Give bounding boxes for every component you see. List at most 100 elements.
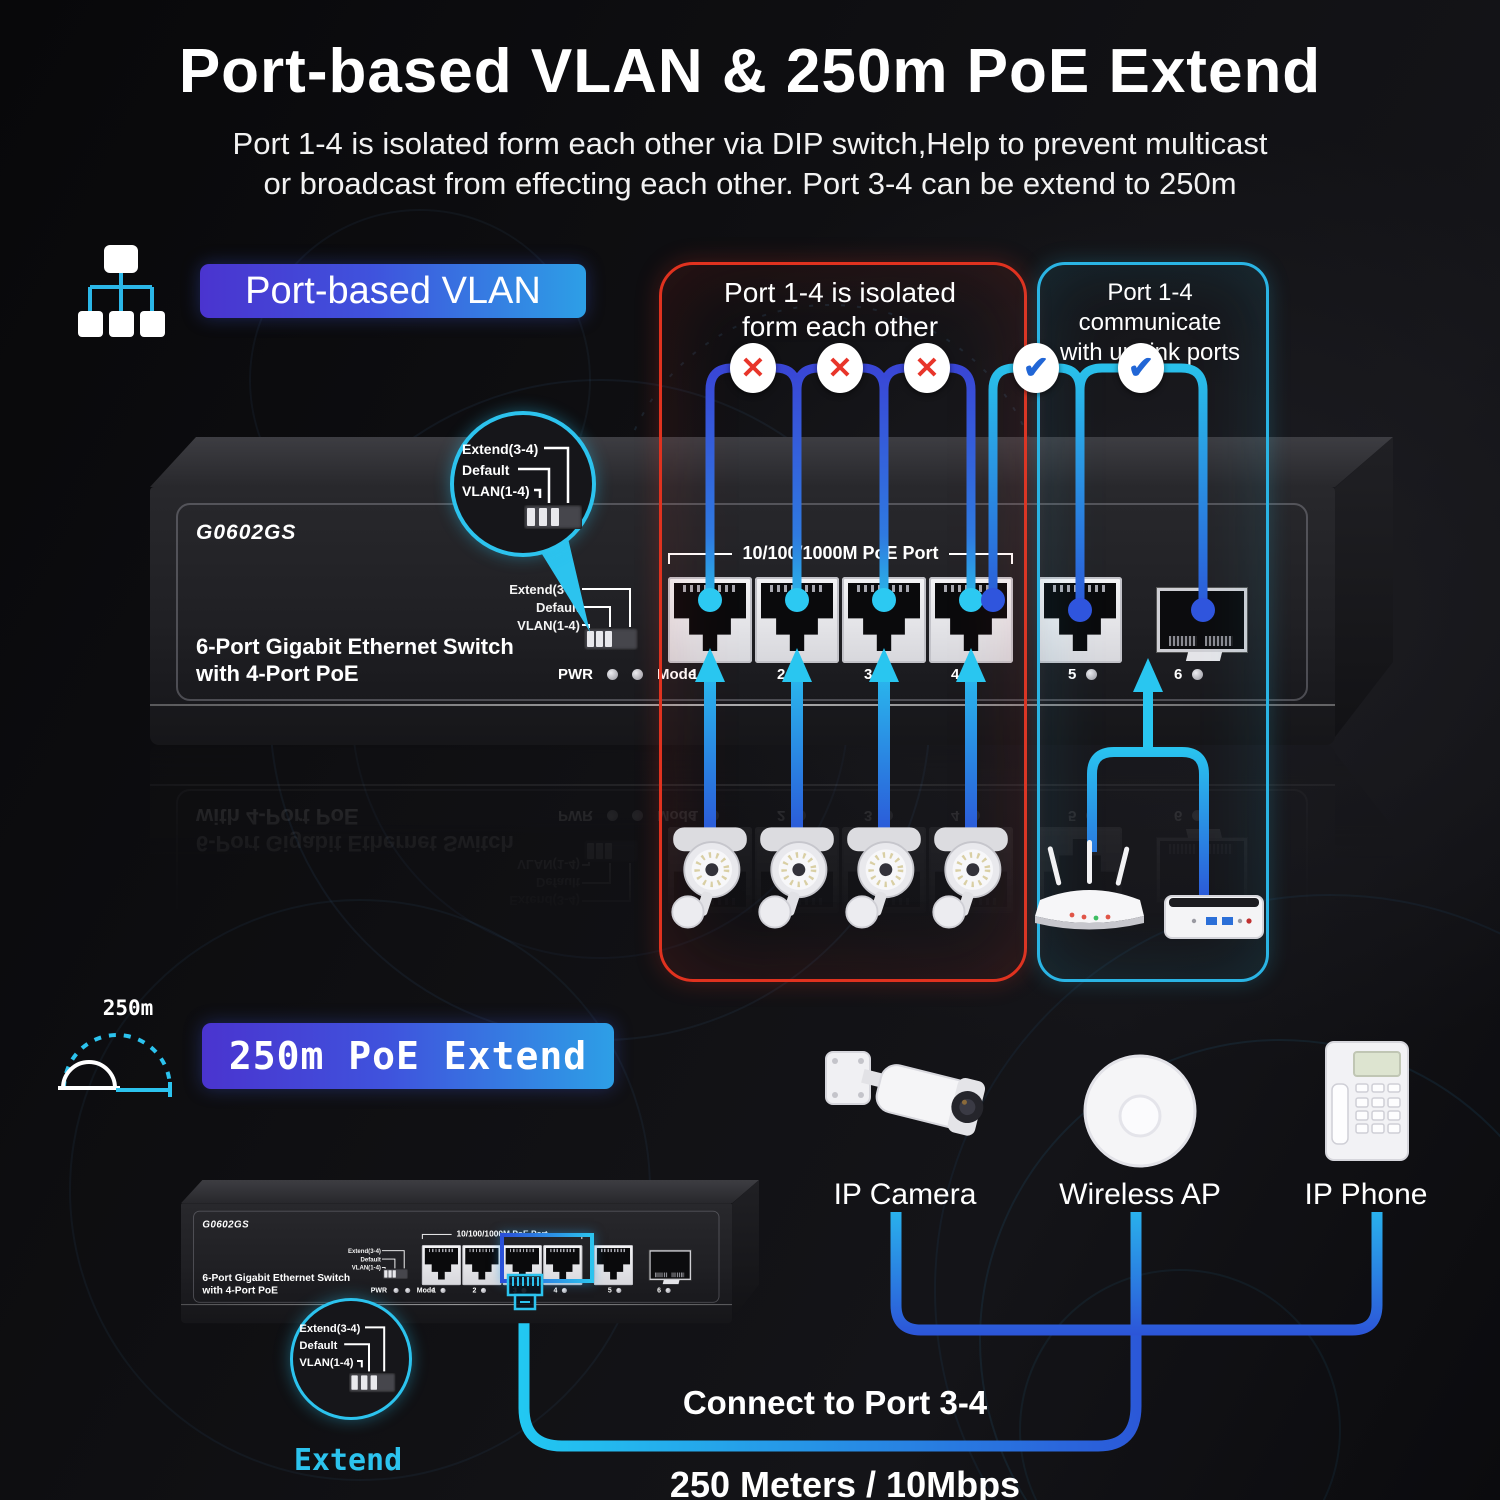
dip-label-default: Default xyxy=(360,1255,381,1263)
rj45-port-2 xyxy=(462,1245,502,1286)
subtitle-line-2: or broadcast from effecting each other. … xyxy=(263,166,1237,201)
poe-extend-badge-label: 250m PoE Extend xyxy=(228,1034,588,1078)
desc-line-2: with 4-Port PoE xyxy=(202,1284,278,1296)
mode-label: Mode xyxy=(657,666,697,683)
desc-line-1: 6-Port Gigabit Ethernet Switch xyxy=(202,1271,351,1284)
switch-front-panel: G0602GS 6-Port Gigabit Ethernet Switch w… xyxy=(150,745,1335,995)
pwr-label: PWR xyxy=(370,1286,387,1295)
desc-line-1: 6-Port Gigabit Ethernet Switch xyxy=(196,634,514,659)
lens-dip-vlan: VLAN(1-4) xyxy=(462,483,530,499)
ip-camera-icon-2 xyxy=(758,827,834,929)
rj45-port-5-uplink xyxy=(593,1245,633,1286)
dip-switch xyxy=(382,1268,408,1280)
port-4-led xyxy=(561,1287,568,1293)
lens2-dip-switch xyxy=(349,1373,396,1393)
ip-camera-label: IP Camera xyxy=(833,1178,977,1211)
switch-front-panel: G0602GS 6-Port Gigabit Ethernet Switch w… xyxy=(181,1203,733,1324)
ethernet-switch: G0602GS 6-Port Gigabit Ethernet Switch w… xyxy=(181,1180,759,1347)
lens-pointer-lines xyxy=(518,446,570,503)
port-1-led xyxy=(440,1287,446,1293)
ip-camera-icon-4 xyxy=(932,827,1008,929)
radius-250m-label: 250m xyxy=(102,996,154,1020)
ip-camera-large-icon xyxy=(825,1051,986,1136)
status-led-row: PWR Mode xyxy=(558,666,696,683)
port-5-label: 5 xyxy=(1068,666,1098,683)
isolation-zone-box xyxy=(659,262,1027,982)
poe-port-group-bracket: 10/100/1000M PoE Port xyxy=(668,543,1014,564)
dip-switch xyxy=(584,628,638,650)
dip-pointer-lines xyxy=(381,1250,405,1269)
status-led-row: PWR Mode xyxy=(371,1286,435,1294)
lens2-dip-default: Default xyxy=(299,1338,338,1352)
mode-label: Mode xyxy=(416,1286,435,1295)
ethernet-switch: G0602GS 6-Port Gigabit Ethernet Switch w… xyxy=(150,695,1393,995)
model-label: G0602GS xyxy=(202,1219,250,1230)
dip-pointer-lines xyxy=(582,588,631,628)
vlan-badge-label: Port-based VLAN xyxy=(245,269,541,312)
switch-side-face xyxy=(732,1180,759,1320)
port-2-led xyxy=(481,1287,487,1293)
ip-phone-icon xyxy=(1325,1041,1409,1161)
poe-extend-badge: 250m PoE Extend xyxy=(202,1023,614,1089)
x-mark-2: ✕ xyxy=(817,343,863,393)
lens-dip-extend: Extend(3-4) xyxy=(462,441,539,457)
lens-dip-default: Default xyxy=(462,462,510,478)
ethernet-switch-small: G0602GS 6-Port Gigabit Ethernet Switch w… xyxy=(181,1180,761,1350)
switch-description: 6-Port Gigabit Ethernet Switch with 4-Po… xyxy=(202,1271,350,1296)
uplink-zone-box xyxy=(1037,262,1269,982)
distance-speed-label: 250 Meters / 10Mbps xyxy=(669,1464,1021,1500)
wireless-ap-icon xyxy=(1083,1054,1197,1168)
panel-inset-outline xyxy=(176,503,1308,701)
port-5-label: 5 xyxy=(608,1286,622,1294)
pwr-led xyxy=(607,669,618,680)
250m-range-icon xyxy=(58,1033,172,1097)
mode-led xyxy=(405,1287,411,1293)
dip-label-default: Default xyxy=(535,600,580,615)
lens2-dip-vlan: VLAN(1-4) xyxy=(299,1355,354,1369)
port-4-label: 4 xyxy=(553,1286,568,1294)
ip-camera-icon-1 xyxy=(671,827,747,929)
mode-led xyxy=(632,669,643,680)
check-mark-2: ✔ xyxy=(1118,343,1164,393)
port-6-label: 6 xyxy=(657,1286,671,1294)
wireless-router-icon xyxy=(1035,840,1144,930)
switch-reflection: G0602GS 6-Port Gigabit Ethernet Switch w… xyxy=(150,695,1400,995)
model-label: G0602GS xyxy=(196,521,297,544)
connect-port-label: Connect to Port 3-4 xyxy=(682,1384,988,1421)
panel-inset-outline xyxy=(193,1210,720,1303)
dip-label-vlan: VLAN(1-4) xyxy=(351,1264,381,1272)
x-mark-3: ✕ xyxy=(904,343,950,393)
wireless-ap-label: Wireless AP xyxy=(1059,1178,1221,1211)
ip-camera-icon-3 xyxy=(845,827,921,929)
vlan-tree-icon xyxy=(70,240,180,340)
lens2-dip-extend: Extend(3-4) xyxy=(299,1321,361,1335)
pwr-label: PWR xyxy=(558,666,593,683)
subtitle-line-1: Port 1-4 is isolated form each other via… xyxy=(232,126,1268,161)
dip-label-vlan: VLAN(1-4) xyxy=(517,618,580,633)
lens2-pointer-lines xyxy=(344,1326,386,1372)
switch-top-face xyxy=(150,437,1393,487)
poe-port-group-label: 10/100/1000M PoE Port xyxy=(742,543,939,563)
switch-top-face xyxy=(181,1180,759,1204)
rj45-port-1 xyxy=(421,1245,461,1286)
port-5-led xyxy=(616,1287,622,1293)
check-mark-1: ✔ xyxy=(1013,343,1059,393)
port-6-led xyxy=(1192,669,1204,680)
mini-pc-icon xyxy=(1164,895,1264,939)
dip-magnifier-top: Extend(3-4) Default VLAN(1-4) xyxy=(450,411,596,557)
rj45-port-3 xyxy=(842,577,926,663)
x-mark-1: ✕ xyxy=(730,343,776,393)
dip-magnifier-bottom: Extend(3-4) Default VLAN(1-4) xyxy=(290,1298,412,1420)
desc-line-2: with 4-Port PoE xyxy=(196,661,359,686)
port-5-led xyxy=(1086,669,1098,680)
vlan-badge: Port-based VLAN xyxy=(200,264,586,318)
dip-label-extend: Extend(3-4) xyxy=(348,1247,381,1255)
switch-description: 6-Port Gigabit Ethernet Switch with 4-Po… xyxy=(196,633,514,687)
port-6-label: 6 xyxy=(1174,666,1204,683)
extend-mode-label: Extend xyxy=(293,1443,403,1478)
port-2-label: 2 xyxy=(473,1286,487,1294)
port-1-label: 1 xyxy=(432,1286,446,1294)
